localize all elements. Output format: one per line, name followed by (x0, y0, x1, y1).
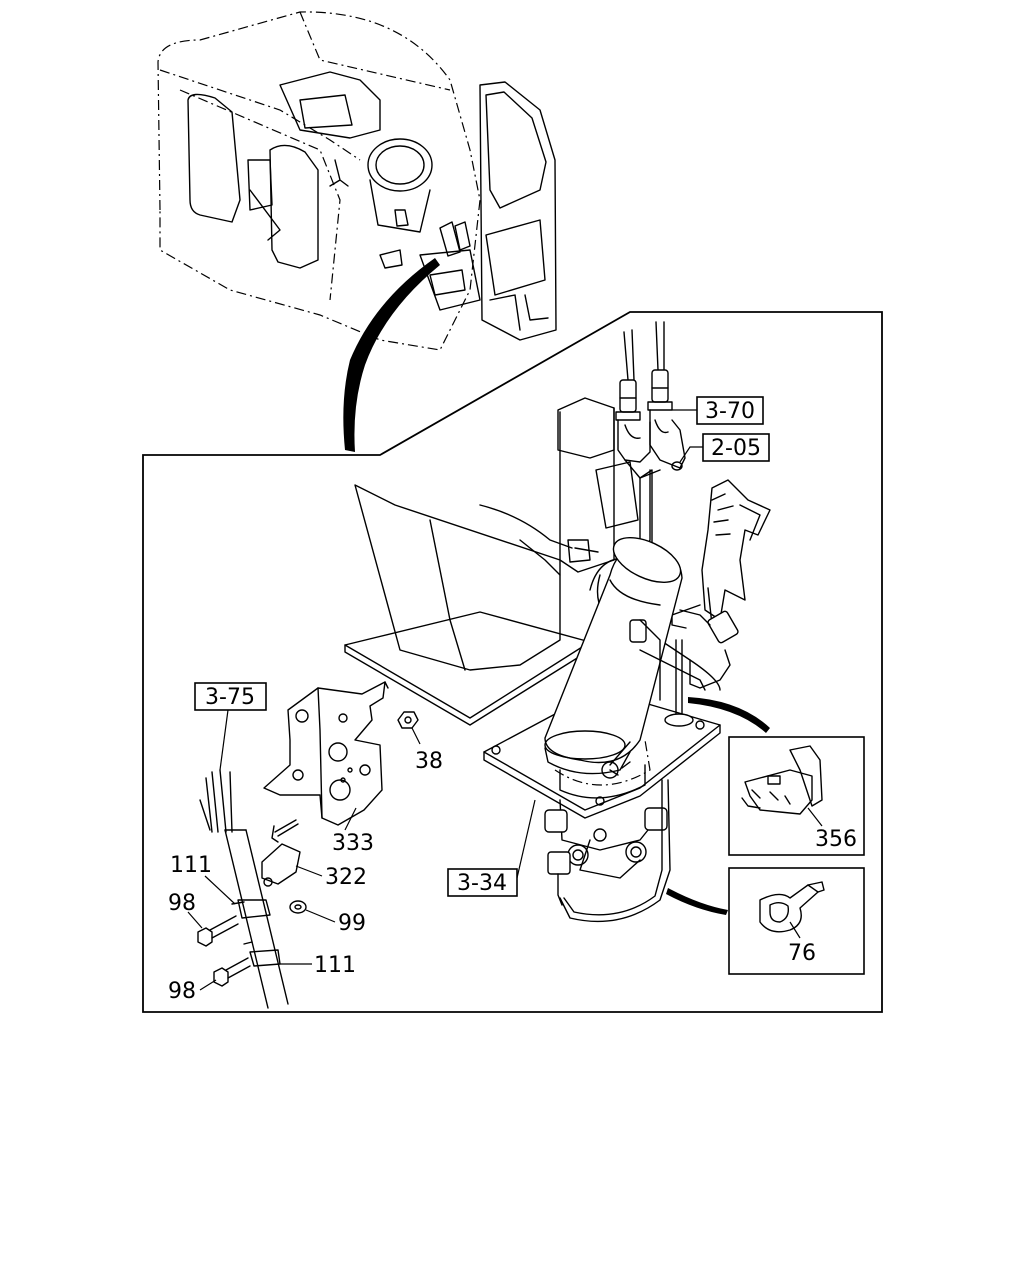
connector-pair (615, 321, 686, 556)
svg-text:3-75: 3-75 (205, 685, 255, 710)
detail-frame (142, 311, 883, 1013)
part-76: 76 (788, 941, 816, 966)
label-ref-3-75: 3-75 (194, 682, 267, 771)
cab-overview (157, 11, 557, 452)
part-111-upper: 111 (170, 853, 212, 878)
wire-harness-right (671, 479, 771, 689)
bracket-group (197, 681, 419, 1009)
label-ref-3-34: 3-34 (447, 799, 536, 897)
svg-text:3-70: 3-70 (705, 399, 755, 424)
part-322: 322 (325, 865, 367, 890)
svg-text:2-05: 2-05 (711, 436, 761, 461)
part-98-upper: 98 (168, 891, 196, 916)
part-333: 333 (332, 831, 374, 856)
part-111-lower: 111 (314, 953, 356, 978)
inset-356 (728, 736, 865, 856)
label-ref-3-70: 3-70 (672, 396, 764, 425)
lever-assembly (483, 536, 721, 923)
part-99: 99 (338, 911, 366, 936)
inset-76 (728, 867, 865, 975)
part-356: 356 (815, 827, 857, 852)
leader-arrow-356 (688, 697, 770, 733)
part-38: 38 (415, 749, 443, 774)
label-ref-2-05: 2-05 (679, 433, 770, 463)
svg-text:3-34: 3-34 (457, 871, 507, 896)
leader-arrow-76 (666, 888, 728, 915)
part-98-lower: 98 (168, 979, 196, 1004)
